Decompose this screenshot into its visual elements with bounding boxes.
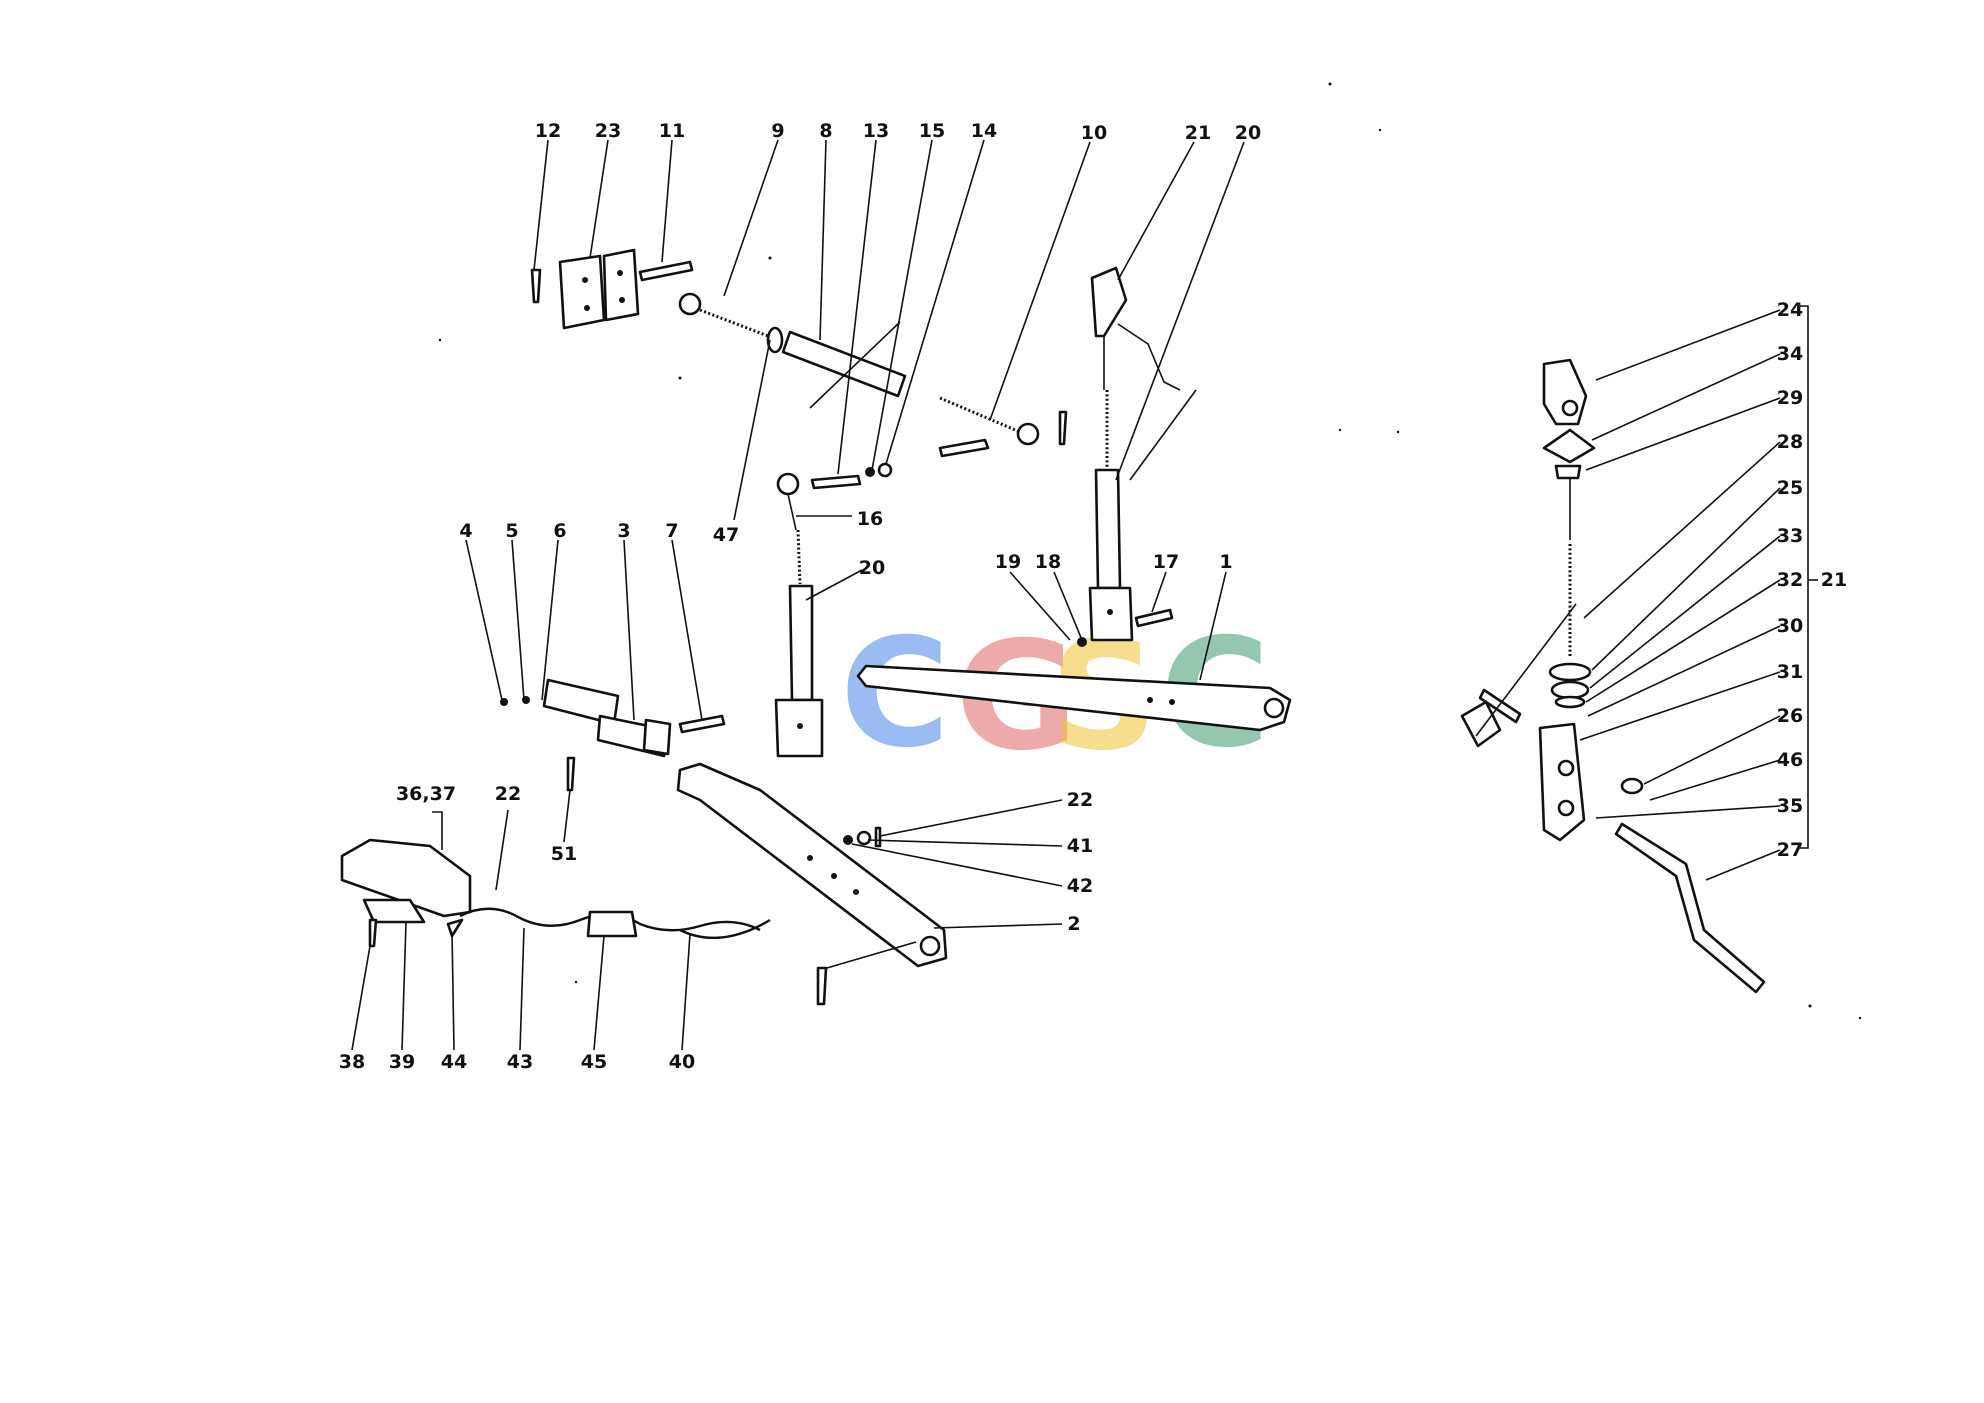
callout-22-chain: 22 <box>495 783 521 805</box>
callout-5: 5 <box>505 520 518 542</box>
callout-20-top: 20 <box>1235 122 1261 144</box>
chain-tensioner-45 <box>586 910 638 938</box>
detail-nut-29 <box>1554 464 1582 480</box>
callout-2: 2 <box>1067 913 1080 935</box>
callout-3: 3 <box>617 520 630 542</box>
callout-1: 1 <box>1219 551 1232 573</box>
detail-spring-33 <box>1550 680 1590 700</box>
callout-20-left: 20 <box>859 557 885 579</box>
callout-18: 18 <box>1035 551 1061 573</box>
detail-washer-26 <box>1620 777 1644 795</box>
split-pin-22 <box>874 826 882 848</box>
callout-36-37: 36,37 <box>396 783 456 805</box>
pin-44 <box>446 918 464 938</box>
callout-4: 4 <box>459 520 472 542</box>
callout-39: 39 <box>389 1051 415 1073</box>
detail-washer-32 <box>1554 695 1586 709</box>
lift-rod-detail-assembly <box>1460 305 1818 994</box>
lift-rod-head-21 <box>1090 266 1128 338</box>
callout-43: 43 <box>507 1051 533 1073</box>
callout-labels: 12 23 11 9 8 13 15 14 10 21 20 47 16 20 … <box>339 120 1847 1073</box>
callout-7: 7 <box>665 520 678 542</box>
callout-51: 51 <box>551 843 577 865</box>
left-lift-rod-assembly <box>676 472 948 1006</box>
callout-31: 31 <box>1777 661 1803 683</box>
scan-specks <box>438 82 1862 1020</box>
callout-44: 44 <box>441 1051 467 1073</box>
callout-42: 42 <box>1067 875 1093 897</box>
callout-6: 6 <box>553 520 566 542</box>
chain-bracket-36-37 <box>340 838 472 918</box>
callout-10: 10 <box>1081 122 1107 144</box>
top-link-bracket-23 <box>558 254 606 330</box>
callout-32: 32 <box>1777 569 1803 591</box>
pin-13 <box>938 438 990 458</box>
callout-12: 12 <box>535 120 561 142</box>
chain-40 <box>679 918 771 939</box>
callout-47: 47 <box>713 524 739 546</box>
ball-end-9 <box>678 292 702 316</box>
nut-14 <box>877 462 893 478</box>
callout-28: 28 <box>1777 431 1803 453</box>
chain-plate-39 <box>362 898 426 924</box>
top-link-assembly <box>530 248 1068 490</box>
callout-11: 11 <box>659 120 685 142</box>
top-link-bracket-plate <box>602 248 640 322</box>
check-chain-assembly <box>340 838 771 948</box>
callout-24: 24 <box>1777 299 1803 321</box>
washer-41 <box>856 830 872 846</box>
callout-17: 17 <box>1153 551 1179 573</box>
callout-35: 35 <box>1777 795 1803 817</box>
callout-34: 34 <box>1777 343 1803 365</box>
fork-pin-17 <box>1134 608 1174 628</box>
callout-33: 33 <box>1777 525 1803 547</box>
detail-crank-27 <box>1614 822 1766 994</box>
lock-nut-47 <box>766 326 784 354</box>
detail-body-31 <box>1538 722 1586 842</box>
bracket-pin-11 <box>638 260 694 282</box>
right-lift-rod-assembly <box>856 266 1292 732</box>
linch-pin-12 <box>530 268 542 304</box>
callout-38: 38 <box>339 1051 365 1073</box>
callout-30: 30 <box>1777 615 1803 637</box>
stabiliser-pin-7 <box>678 714 726 734</box>
callout-40: 40 <box>669 1051 695 1073</box>
nut-42 <box>843 835 853 845</box>
lower-link-2 <box>676 762 948 968</box>
detail-cap-34 <box>1542 428 1596 464</box>
callout-9: 9 <box>771 120 784 142</box>
washer-15 <box>865 467 875 477</box>
callout-15: 15 <box>919 120 945 142</box>
callout-27: 27 <box>1777 839 1803 861</box>
callout-29: 29 <box>1777 387 1803 409</box>
linch-pin-51 <box>566 756 576 792</box>
turnbuckle-barrel-8 <box>781 330 907 398</box>
ball-end-10 <box>1016 422 1040 446</box>
callout-22: 22 <box>1067 789 1093 811</box>
callout-23: 23 <box>595 120 621 142</box>
callout-41: 41 <box>1067 835 1093 857</box>
callout-8: 8 <box>819 120 832 142</box>
lower-link-1 <box>856 664 1292 732</box>
callout-46: 46 <box>1777 749 1803 771</box>
leader-lines <box>351 139 1781 1051</box>
detail-gear <box>1460 700 1502 748</box>
callout-14: 14 <box>971 120 997 142</box>
callout-19: 19 <box>995 551 1021 573</box>
detail-washer-25 <box>1548 662 1592 682</box>
callout-21-top: 21 <box>1185 122 1211 144</box>
callout-16: 16 <box>857 508 883 530</box>
callout-group-21: 21 <box>1821 569 1847 591</box>
callout-26: 26 <box>1777 705 1803 727</box>
lift-rod-tube-20-left <box>788 584 814 702</box>
callout-13: 13 <box>863 120 889 142</box>
lift-rod-tube-20 <box>1094 468 1122 590</box>
washer-18 <box>1077 637 1087 647</box>
callout-45: 45 <box>581 1051 607 1073</box>
bolt-38 <box>368 918 378 948</box>
lift-rod-eye-16 <box>776 472 800 496</box>
callout-25: 25 <box>1777 477 1803 499</box>
stabiliser-assembly <box>500 678 726 792</box>
